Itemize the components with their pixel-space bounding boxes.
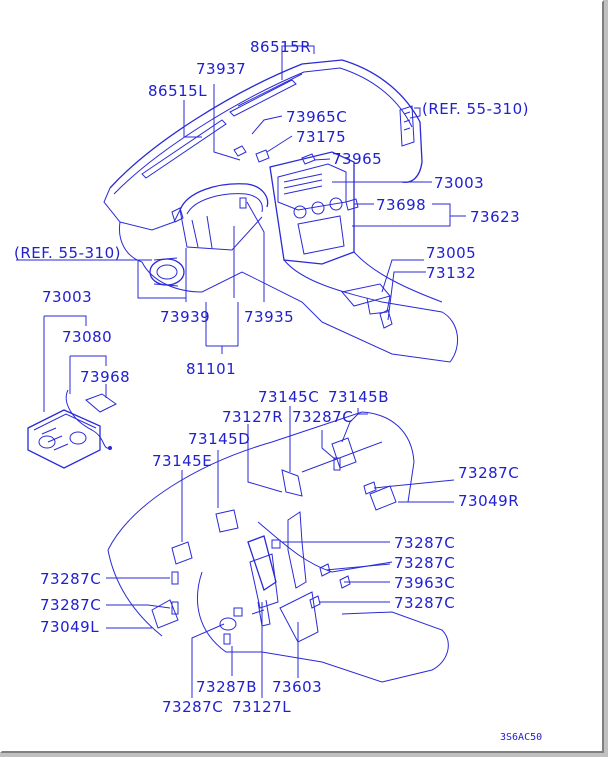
label-73287C-c[interactable]: 73287C xyxy=(394,534,455,552)
label-73080[interactable]: 73080 xyxy=(62,328,112,346)
lower-leader-lines xyxy=(106,406,455,698)
label-ref-55-310-left[interactable]: (REF. 55-310) xyxy=(14,244,121,262)
label-73935[interactable]: 73935 xyxy=(244,308,294,326)
label-86515R[interactable]: 86515R xyxy=(250,38,311,56)
label-73937[interactable]: 73937 xyxy=(196,60,246,78)
label-73287C-b[interactable]: 73287C xyxy=(458,464,519,482)
label-86515L[interactable]: 86515L xyxy=(148,82,207,100)
label-73968[interactable]: 73968 xyxy=(80,368,130,386)
label-73287C-f[interactable]: 73287C xyxy=(40,570,101,588)
drawing-code: 3S6AC50 xyxy=(500,732,542,743)
label-73145D[interactable]: 73145D xyxy=(188,430,250,448)
label-73963C[interactable]: 73963C xyxy=(394,574,455,592)
label-73145E[interactable]: 73145E xyxy=(152,452,212,470)
label-73127R[interactable]: 73127R xyxy=(222,408,283,426)
label-73145B[interactable]: 73145B xyxy=(328,388,389,406)
vent-assembly-drawing xyxy=(27,389,117,469)
label-73698[interactable]: 73698 xyxy=(376,196,426,214)
dashboard-drawing xyxy=(103,59,459,363)
label-73005[interactable]: 73005 xyxy=(426,244,476,262)
label-73287C-h[interactable]: 73287C xyxy=(162,698,223,716)
label-73132[interactable]: 73132 xyxy=(426,264,476,282)
label-73965C[interactable]: 73965C xyxy=(286,108,347,126)
upper-leader-lines xyxy=(16,45,466,354)
label-73127L[interactable]: 73127L xyxy=(232,698,291,716)
label-73287B[interactable]: 73287B xyxy=(196,678,257,696)
label-73003-left[interactable]: 73003 xyxy=(42,288,92,306)
label-ref-55-310-top[interactable]: (REF. 55-310) xyxy=(422,100,529,118)
label-73603[interactable]: 73603 xyxy=(272,678,322,696)
label-73287C-a[interactable]: 73287C xyxy=(292,408,353,426)
label-73175[interactable]: 73175 xyxy=(296,128,346,146)
part-labels: 86515R 73937 86515L 73965C (REF. 55-310)… xyxy=(14,38,542,743)
label-73287C-g[interactable]: 73287C xyxy=(40,596,101,614)
label-73049L[interactable]: 73049L xyxy=(40,618,99,636)
label-73003-top[interactable]: 73003 xyxy=(434,174,484,192)
label-81101[interactable]: 81101 xyxy=(186,360,236,378)
lower-structure-drawing xyxy=(107,411,449,683)
label-73939[interactable]: 73939 xyxy=(160,308,210,326)
label-73287C-e[interactable]: 73287C xyxy=(394,594,455,612)
label-73287C-d[interactable]: 73287C xyxy=(394,554,455,572)
label-73145C[interactable]: 73145C xyxy=(258,388,319,406)
label-73623[interactable]: 73623 xyxy=(470,208,520,226)
label-73049R[interactable]: 73049R xyxy=(458,492,519,510)
vent-leader-lines xyxy=(43,315,107,412)
label-73965[interactable]: 73965 xyxy=(332,150,382,168)
